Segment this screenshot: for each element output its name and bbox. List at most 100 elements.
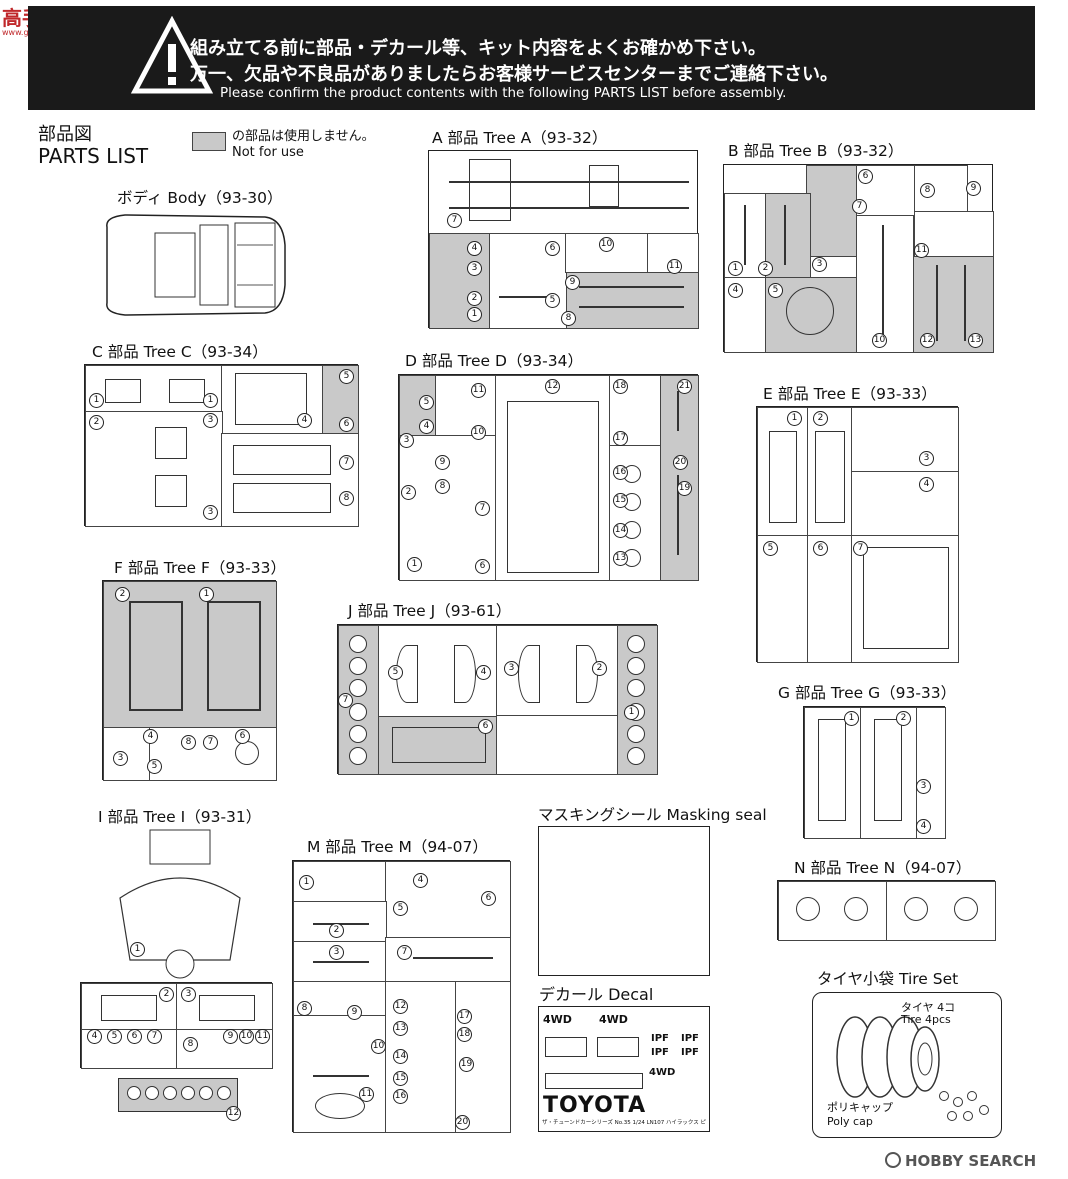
- tree-m-leaf-spring-2: [313, 961, 369, 963]
- hobby-search-logo: HOBBY SEARCH: [905, 1152, 1037, 1170]
- tree-f-roll-bar: [129, 601, 183, 711]
- tree-a-driveshaft: [579, 286, 684, 288]
- tree-i-windshield: [101, 995, 157, 1021]
- part-number: 11: [914, 243, 929, 258]
- tree-j-ring: [349, 635, 367, 653]
- tree-j-frame: 5 4 3 2 7 1 6: [337, 624, 658, 775]
- part-number: 2: [115, 587, 130, 602]
- tree-j-ring: [349, 725, 367, 743]
- decal-toyota-logo: TOYOTA: [543, 1093, 647, 1118]
- part-number: 4: [143, 729, 158, 744]
- tree-title-a: A 部品 Tree A（93-32）: [432, 129, 608, 147]
- part-number: 5: [339, 369, 354, 384]
- tree-j-fender-flare: [454, 645, 476, 703]
- tree-title-b: B 部品 Tree B（93-32）: [728, 142, 904, 160]
- part-number: 6: [127, 1029, 142, 1044]
- part-number: 8: [181, 735, 196, 750]
- part-number: 9: [347, 1005, 362, 1020]
- parts-list-title-jp: 部品図: [38, 124, 92, 145]
- tree-title-n: N 部品 Tree N（94-07）: [794, 859, 972, 877]
- part-number: 7: [475, 501, 490, 516]
- polycap: [967, 1091, 977, 1101]
- tree-e-bed-floor: [863, 547, 949, 649]
- tree-j-ring: [349, 657, 367, 675]
- tire-qty-jp: タイヤ 4コ: [901, 1001, 956, 1014]
- tree-n-wheel: [904, 897, 928, 921]
- tree-i-frame: 2 3 4 5 6 7 8 9 10 11: [80, 982, 273, 1069]
- part-number: 8: [561, 311, 576, 326]
- masking-seal-sheet: [538, 826, 710, 976]
- part-number: 7: [203, 735, 218, 750]
- tree-j-grille: [392, 727, 486, 763]
- tree-b-leaf-spring-2: [964, 265, 966, 341]
- decal-label: デカール Decal: [539, 985, 654, 1004]
- lens: [127, 1086, 141, 1100]
- tree-a-chassis-crossmember: [469, 159, 511, 221]
- decal-4wd-small: 4WD: [649, 1067, 676, 1078]
- tree-title-f: F 部品 Tree F（93-33）: [114, 559, 286, 577]
- tree-n-frame: [777, 880, 996, 941]
- part-number: 12: [393, 999, 408, 1014]
- part-number: 20: [673, 455, 688, 470]
- decal-ipf: IPF: [681, 1033, 699, 1044]
- tree-m-tank: [315, 1093, 365, 1119]
- warning-triangle-icon: [131, 16, 213, 94]
- tree-j-ring: [627, 635, 645, 653]
- tree-m-driveshaft: [413, 957, 493, 959]
- tree-d-cell: [435, 375, 497, 437]
- decal-graphic: [597, 1037, 639, 1057]
- part-number: 6: [339, 417, 354, 432]
- part-number: 3: [203, 505, 218, 520]
- part-number: 5: [419, 395, 434, 410]
- polycap: [963, 1111, 973, 1121]
- part-number: 6: [858, 169, 873, 184]
- tree-e-tailgate: [769, 431, 797, 523]
- tree-i-rear-window: [199, 995, 255, 1021]
- part-number: 10: [872, 333, 887, 348]
- part-number: 4: [919, 477, 934, 492]
- tree-b-differential: [786, 287, 834, 335]
- part-number: 1: [467, 307, 482, 322]
- tree-a-chassis-block: [589, 165, 619, 207]
- tree-a-cell-gray-bottom: [565, 271, 699, 329]
- part-number: 7: [339, 455, 354, 470]
- tree-title-i: I 部品 Tree I（93-31）: [98, 808, 262, 826]
- tree-b-cell-center: [856, 215, 914, 353]
- part-number: 5: [768, 283, 783, 298]
- part-number: 10: [599, 237, 614, 252]
- polycap: [953, 1097, 963, 1107]
- decal-sheet: 4WD 4WD IPF IPF IPF IPF 4WD: [538, 1006, 710, 1132]
- tree-c-seat-back: [235, 373, 307, 425]
- tree-e-cell: [851, 535, 959, 663]
- tree-b-frame: 6 8 9 7 1 2 3 11 4 5 10 12 13: [723, 164, 994, 353]
- part-number: 7: [338, 693, 353, 708]
- tree-e-frame: 1 2 3 4 5 6 7: [756, 406, 959, 663]
- part-number: 12: [920, 333, 935, 348]
- tree-n-wheel: [954, 897, 978, 921]
- part-number: 7: [397, 945, 412, 960]
- decal-4wd: 4WD: [599, 1013, 628, 1026]
- part-number: 11: [471, 383, 486, 398]
- decal-ipf: IPF: [651, 1033, 669, 1044]
- tree-c-frame: 1 1 2 3 4 5 6 7 8 3: [84, 364, 359, 527]
- part-number: 8: [435, 479, 450, 494]
- part-number: 14: [393, 1049, 408, 1064]
- part-number: 7: [852, 199, 867, 214]
- tree-c-cell-bottom-right: [221, 433, 359, 527]
- part-number: 11: [667, 259, 682, 274]
- part-number: 8: [183, 1037, 198, 1052]
- tree-g-frame: 1 2 3 4: [803, 706, 946, 839]
- tree-j-ring: [349, 703, 367, 721]
- part-number: 2: [896, 711, 911, 726]
- tree-j-ring: [349, 747, 367, 765]
- tree-n-cell: [778, 881, 888, 941]
- tree-m-axle: [313, 1075, 369, 1077]
- part-number: 11: [255, 1029, 270, 1044]
- tree-f-cell-gray: [103, 581, 277, 729]
- part-number: 5: [763, 541, 778, 556]
- part-number: 3: [399, 433, 414, 448]
- decal-ipf: IPF: [681, 1047, 699, 1058]
- part-number: 3: [203, 413, 218, 428]
- tree-c-part: [169, 379, 205, 403]
- part-number: 2: [89, 415, 104, 430]
